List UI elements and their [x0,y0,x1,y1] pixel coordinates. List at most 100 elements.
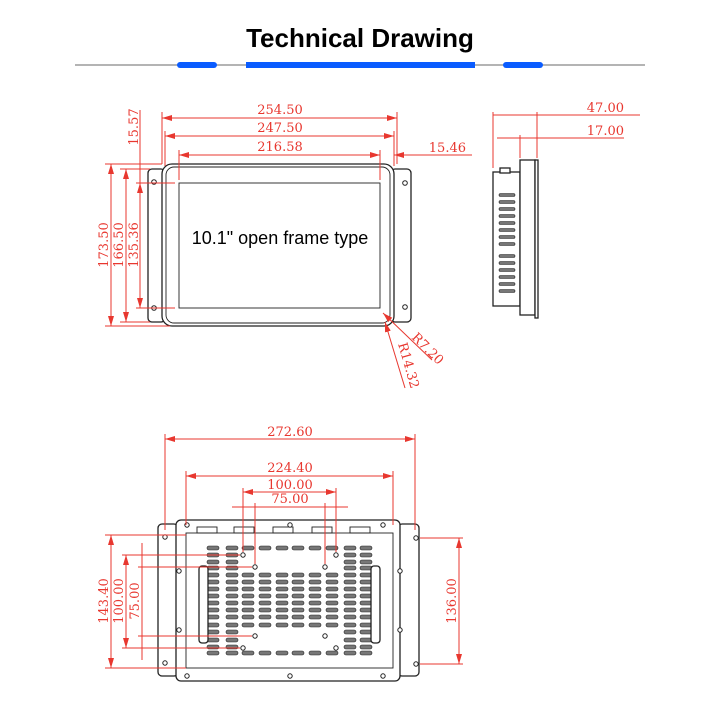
vent-slot [343,637,357,643]
vent-slot [359,644,373,650]
vent-slot [241,545,255,551]
vent-slot [308,593,322,599]
vent-slot [343,552,357,558]
mount-hole [413,535,419,541]
vent-slot [258,600,272,606]
vent-slot [258,607,272,613]
vent-slot [241,622,255,628]
vent-slot [325,572,339,578]
dim-width-screen: 216.58 [257,140,303,155]
vent-slot [258,545,272,551]
vent-slot [206,586,220,592]
vent-slot [275,650,289,656]
antenna-right [370,565,381,644]
vent-slot [206,579,220,585]
mount-hole [252,633,258,639]
mount-hole [380,673,386,679]
mount-hole [413,661,419,667]
vent-slot [291,600,305,606]
dim-bracket-height: 136.00 [445,578,460,624]
vent-slot [308,545,322,551]
vent-slot [308,586,322,592]
vent-slot [225,559,239,565]
vent-slot [498,193,516,197]
vent-slot [325,600,339,606]
vent-slot [291,572,305,578]
vent-slot [206,559,220,565]
vent-slot [291,614,305,620]
front-view: 10.1" open frame type 254.50 247.50 216.… [97,103,472,390]
vent-slot [308,622,322,628]
vent-slot [343,607,357,613]
vent-slot [359,565,373,571]
vent-slot [308,572,322,578]
vent-slot [291,545,305,551]
dim-side-right: 15.46 [429,141,466,156]
vent-slot [343,600,357,606]
vent-slot [343,586,357,592]
vent-slot [206,593,220,599]
vent-slot [241,586,255,592]
vent-slot [258,579,272,585]
vent-slot [291,622,305,628]
page-title: Technical Drawing [246,23,474,53]
antenna-left [198,565,209,644]
dim-height-body: 143.40 [97,578,112,624]
vent-slot [225,600,239,606]
vent-slot [359,637,373,643]
vent-slot [343,579,357,585]
mount-hole [162,660,168,666]
vent-slot [325,586,339,592]
vent-slot [498,207,516,211]
vent-slot [275,622,289,628]
io-connector [272,526,294,534]
mount-hole [322,564,328,570]
vent-slot [343,614,357,620]
vent-slot [225,607,239,613]
vent-slot [343,644,357,650]
vent-slot [359,579,373,585]
vent-slot [343,565,357,571]
dim-width-outer: 254.50 [257,103,303,118]
vent-slot [225,629,239,635]
vent-slot [225,572,239,578]
vent-slot [241,593,255,599]
dim-height-mid: 166.50 [112,222,127,268]
mount-hole [184,522,190,528]
vent-slot [498,200,516,204]
mount-hole [184,673,190,679]
vent-slot [275,579,289,585]
vent-slot [241,600,255,606]
mount-hole [322,633,328,639]
io-connector [349,526,371,534]
vent-slot [498,228,516,232]
accent-bar-left [177,62,217,68]
dim-depth-total: 47.00 [587,101,624,116]
mount-hole [380,522,386,528]
mount-hole [397,627,403,633]
vent-slot [241,607,255,613]
side-connector [499,167,511,174]
vent-slot [343,650,357,656]
vent-slot [498,275,516,279]
vent-slot [258,593,272,599]
side-vents [498,193,516,293]
vent-slot [359,545,373,551]
vent-slot [225,622,239,628]
vent-slot [275,607,289,613]
vent-slot [308,607,322,613]
mount-hole [402,180,408,186]
vent-slot [225,586,239,592]
mount-hole [402,304,408,310]
mount-hole [333,645,339,651]
vent-slot [498,235,516,239]
vent-slot [498,242,516,246]
vent-slot [241,614,255,620]
header: Technical Drawing [75,23,645,68]
mount-hole [240,552,246,558]
vent-slot [359,559,373,565]
vent-slot [325,607,339,613]
vent-slot [325,579,339,585]
vent-slot [308,650,322,656]
